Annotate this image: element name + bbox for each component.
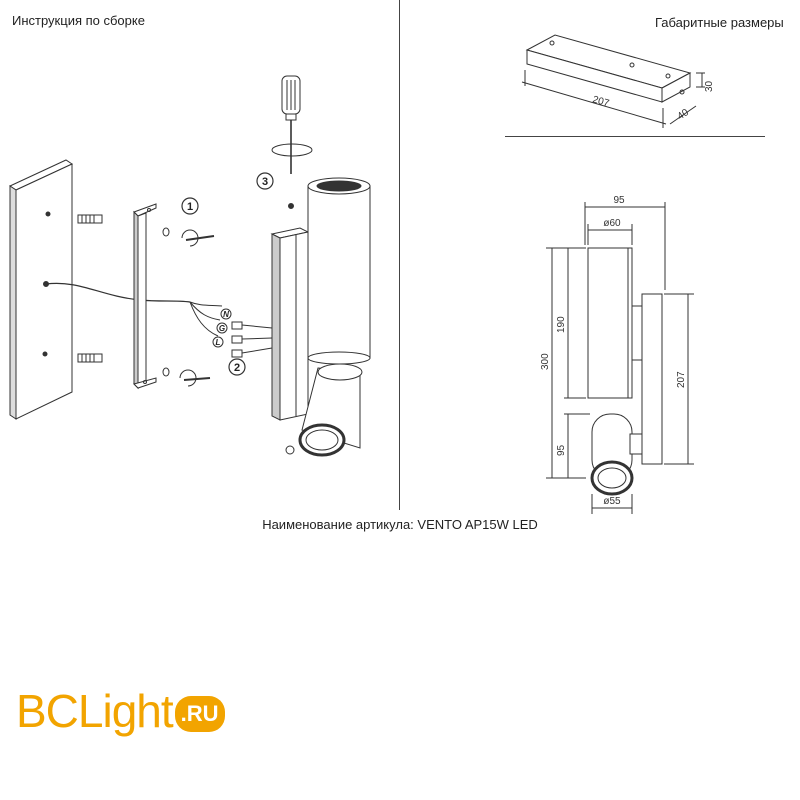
step-3-label: 3 [262, 176, 268, 188]
spot-head [285, 363, 363, 457]
step-2-label: 2 [234, 362, 240, 374]
dim-box-depth: 40 [676, 107, 692, 123]
dim-tube-height: 190 [556, 316, 567, 333]
main-tube [307, 177, 371, 365]
terminal-connectors [231, 321, 273, 358]
dim-total-height: 300 [540, 353, 551, 370]
step-markers [181, 172, 274, 376]
luminaire-back-plate [270, 227, 310, 421]
dim-spot-height: 95 [556, 444, 567, 456]
mounting-bracket [133, 203, 157, 390]
dim-box-height: 30 [704, 80, 715, 92]
article-name: Наименование артикула: VENTO AP15W LED [262, 517, 538, 532]
logo-prefix: BC [16, 685, 79, 737]
screwdriver [271, 75, 313, 209]
box-dimension-drawing: 207 40 30 [521, 34, 715, 128]
assembly-diagram: 1 2 3 N G L [8, 75, 371, 457]
logo-name: Light [77, 685, 174, 737]
dim-box-length: 207 [591, 94, 610, 109]
screws [162, 227, 215, 387]
wire-label-g: G [219, 324, 225, 333]
dim-total-width: 95 [613, 195, 625, 206]
step-1-label: 1 [187, 201, 193, 213]
dim-tube-diameter: ø60 [603, 218, 621, 229]
dim-plate-height: 207 [676, 371, 687, 388]
wire-label-n: N [223, 310, 229, 319]
front-dimension-drawing: 95 ø60 300 190 207 95 ø55 [540, 195, 694, 514]
dimensions-title: Габаритные размеры [655, 15, 784, 30]
wire-label-l: L [216, 338, 221, 347]
wall-plate [8, 159, 74, 420]
wall-anchors [77, 214, 103, 363]
bclight-logo[interactable]: BCLight.RU [16, 688, 225, 734]
horizontal-divider [505, 136, 765, 137]
dim-spot-diameter: ø55 [603, 496, 621, 507]
vertical-divider [399, 0, 400, 510]
logo-suffix: .RU [174, 696, 225, 732]
assembly-title: Инструкция по сборке [12, 13, 145, 28]
